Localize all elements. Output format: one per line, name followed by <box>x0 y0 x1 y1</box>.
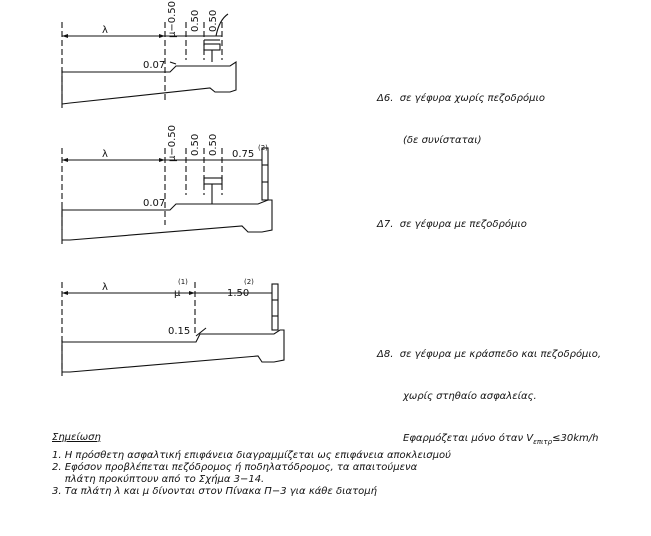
caption-line: (δε συνίσταται) <box>403 135 482 146</box>
lamp-post <box>215 13 229 37</box>
figure-d8 <box>61 282 285 376</box>
caption-d7: Δ7. σε γέφυρα με πεζοδρόμιο <box>377 190 527 246</box>
caption-line: Δ6. σε γέφυρα χωρίς πεζοδρόμιο <box>377 93 545 104</box>
dim-lambda: λ <box>102 25 108 36</box>
dim-lambda: λ <box>102 149 108 160</box>
caption-line: χωρίς στηθαίο ασφαλείας. <box>403 391 537 402</box>
safety-barrier <box>203 177 223 185</box>
dim-mu: μ−0.50 <box>167 125 178 162</box>
dimension-arrows <box>62 34 195 295</box>
dim-w3: 0.75 <box>232 149 254 160</box>
caption-line: Δ7. σε γέφυρα με πεζοδρόμιο <box>377 219 527 230</box>
dim-w2: 0.50 <box>208 10 219 32</box>
dim-w1: 0.50 <box>190 134 201 156</box>
curb-height: 0.07 <box>143 198 165 209</box>
caption-line: Δ8. σε γέφυρα με κράσπεδο και πεζοδρόμιο… <box>377 349 602 360</box>
notes-section: Σημείωση 1. Η πρόσθετη ασφαλτική επιφάνε… <box>52 432 451 498</box>
note-ref: (1) <box>178 278 188 286</box>
curb-height: 0.15 <box>168 326 190 337</box>
dim-w2: 0.50 <box>208 134 219 156</box>
caption-subscript: επιτρ <box>533 438 553 446</box>
caption-line: Εφαρμόζεται μόνο όταν Vεπιτρ≤30km/h <box>377 432 601 449</box>
dim-w3: 1.50 <box>227 288 249 299</box>
dim-mu: μ <box>174 288 181 299</box>
curb-marker <box>169 61 177 65</box>
notes-title: Σημείωση <box>52 432 101 443</box>
note-ref: (2) <box>244 278 254 286</box>
deck-slab <box>62 199 273 241</box>
pedestrian-railing <box>271 283 279 331</box>
pedestrian-railing <box>261 147 269 201</box>
safety-barrier <box>203 43 221 51</box>
figure-d6 <box>61 13 237 108</box>
note-item: 1. Η πρόσθετη ασφαλτική επιφάνεια διαγρα… <box>52 450 451 461</box>
caption-text: ≤30km/h <box>552 433 599 444</box>
note-ref: (2) <box>258 144 268 152</box>
deck-slab <box>62 329 285 373</box>
caption-d6: Δ6. σε γέφυρα χωρίς πεζοδρόμιο (δε συνίσ… <box>377 64 545 162</box>
note-item: πλάτη προκύπτουν από το Σχήμα 3−14. <box>52 474 265 485</box>
dim-mu: μ−0.50 <box>167 1 178 38</box>
caption-text: Εφαρμόζεται μόνο όταν V <box>403 433 534 444</box>
caption-d8: Δ8. σε γέφυρα με κράσπεδο και πεζοδρόμιο… <box>377 320 601 463</box>
note-item: 2. Εφόσον προβλέπεται πεζόδρομος ή ποδηλ… <box>52 462 418 473</box>
dim-w1: 0.50 <box>190 10 201 32</box>
curb-marker <box>195 327 207 337</box>
curb-height: 0.07 <box>143 60 165 71</box>
note-item: 3. Τα πλάτη λ και μ δίνονται στον Πίνακα… <box>52 486 377 497</box>
dim-lambda: λ <box>102 282 108 293</box>
deck-slab <box>61 60 237 105</box>
